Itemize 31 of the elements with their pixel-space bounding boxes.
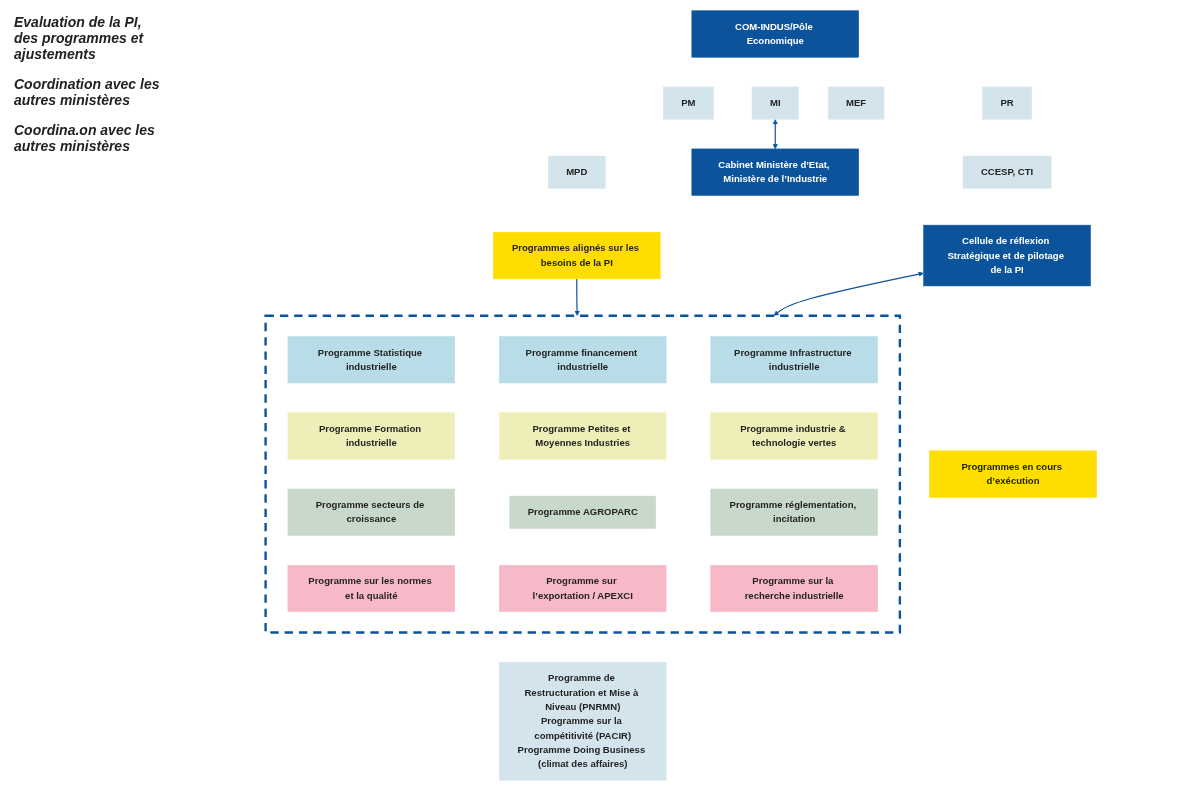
cluster — [264, 314, 902, 634]
node-box: Programme secteurs de croissance — [287, 488, 455, 536]
node-box: Programme Infrastructure industrielle — [710, 336, 878, 384]
node-box: MPD — [548, 155, 606, 189]
node-box: MI — [751, 86, 799, 120]
node-box: Programme Petites et Moyennes Industries — [499, 412, 667, 460]
node-box: Cabinet Ministère d’Etat, Ministère de l’Industrie — [691, 148, 859, 196]
note-text: Evaluation de la PI, des programmes et ajustements — [14, 14, 145, 62]
node-box: Programme financement industrielle — [499, 336, 667, 384]
node-box: Programme AGROPARC — [509, 495, 656, 529]
node-box: Programme de Restructuration et Mise à Niveau (PNRMN) Programme sur la compétitivité (PACIR) Programme Doing Business (climat des affaires) — [499, 662, 667, 781]
note-text: Coordina.on avec les autres ministères — [14, 122, 156, 154]
node-box: Programme sur l’exportation / APEXCI — [499, 564, 667, 612]
node-box: Cellule de réflexion Stratégique et de pilotage de la PI — [923, 224, 1091, 287]
note-text: Coordination avec les autres ministères — [14, 76, 161, 108]
node-box: Programmes en cours d’exécution — [929, 450, 1097, 498]
node-box: Programme industrie & technologie vertes — [710, 412, 878, 460]
node-box: Programme réglementation, incitation — [710, 488, 878, 536]
node-box: Programmes alignés sur les besoins de la PI — [493, 232, 661, 280]
arrow — [574, 278, 580, 316]
node-box: CCESP, CTI — [962, 155, 1052, 189]
node-box: PM — [663, 86, 714, 120]
node-box: PR — [982, 86, 1032, 120]
arrow — [772, 119, 778, 150]
node-box: Programme Statistique industrielle — [287, 336, 455, 384]
node-box: MEF — [827, 86, 885, 120]
node-box: Programme sur les normes et la qualité — [287, 564, 455, 612]
node-box: Programme Formation industrielle — [287, 412, 455, 460]
node-box: Programme sur la recherche industrielle — [710, 564, 878, 612]
arrow — [773, 271, 924, 316]
node-box: COM-INDUS/Pôle Economique — [691, 10, 859, 58]
